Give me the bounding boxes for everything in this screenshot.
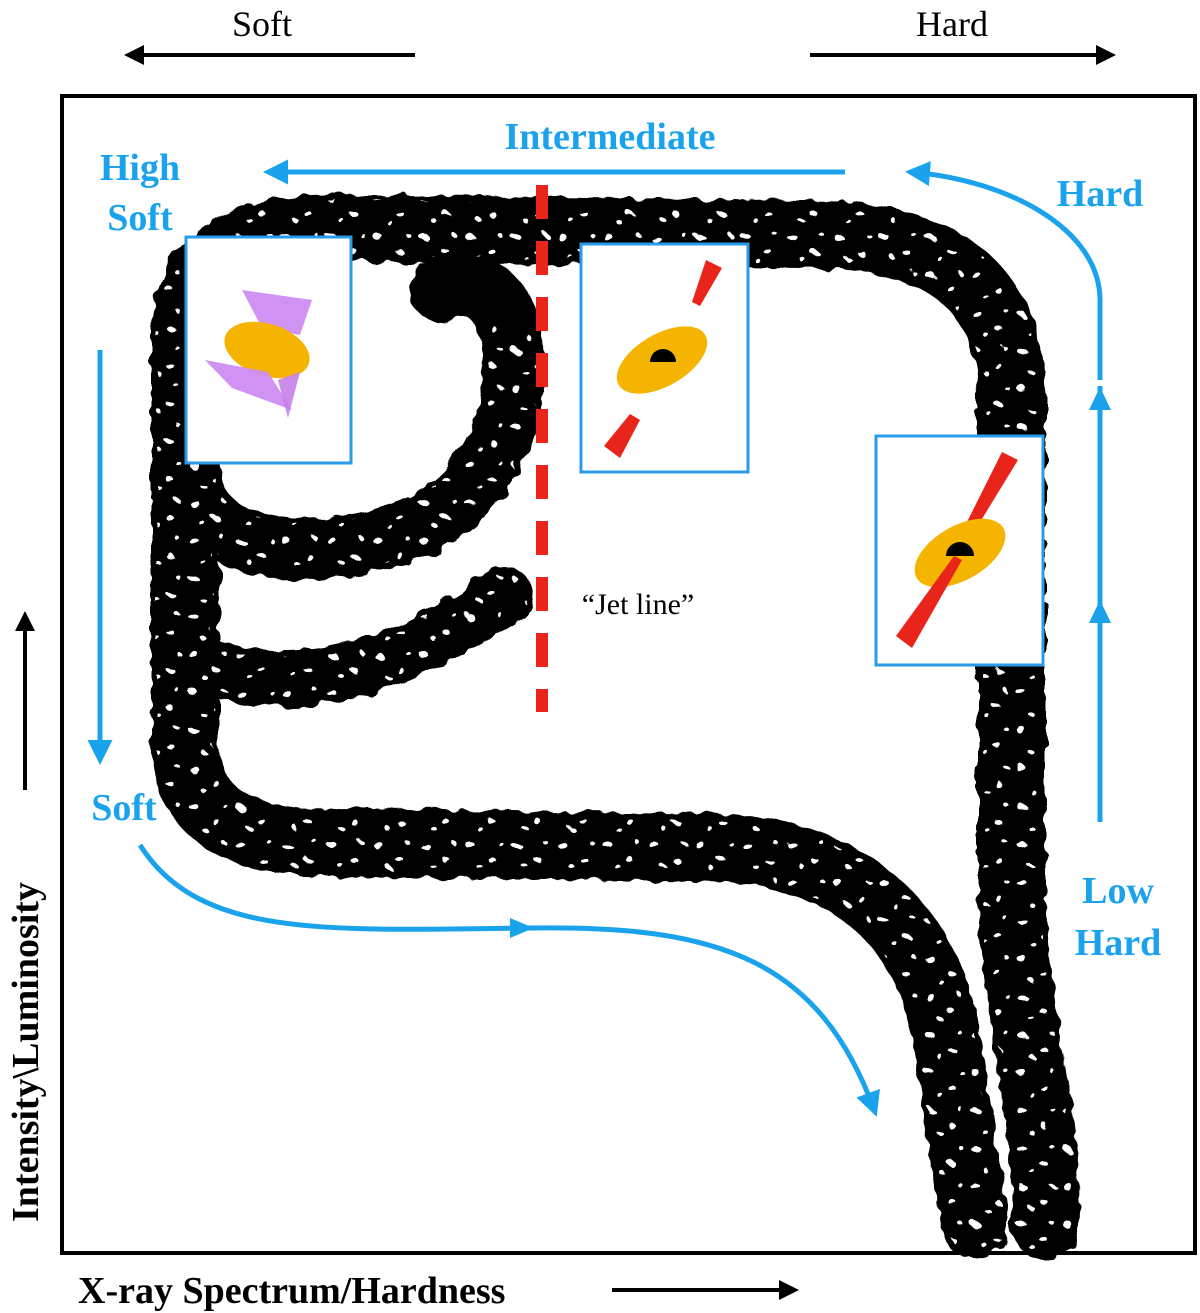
hard-state-label: Hard bbox=[1057, 173, 1144, 215]
high-soft-label-line2: Soft bbox=[107, 197, 173, 239]
soft-state-label: Soft bbox=[91, 787, 157, 829]
intermediate-state-label: Intermediate bbox=[504, 116, 715, 158]
high-soft-panel bbox=[184, 235, 353, 465]
jet-line-label: “Jet line” bbox=[582, 588, 694, 621]
top-soft-label: Soft bbox=[232, 4, 292, 44]
low-hard-label-line1: Low bbox=[1082, 870, 1154, 912]
hard-corner-arrow bbox=[905, 161, 1103, 380]
disk-with-wind-icon bbox=[205, 290, 312, 418]
y-axis-label: Intensity\Luminosity bbox=[5, 882, 47, 1222]
intermediate-panel bbox=[579, 242, 750, 474]
hard-panel bbox=[874, 434, 1045, 667]
disk-with-detached-jet-icon bbox=[604, 260, 722, 458]
top-hard-label: Hard bbox=[916, 4, 988, 44]
soft-decay-arrow bbox=[137, 843, 880, 1117]
low-hard-label-line2: Hard bbox=[1075, 922, 1162, 964]
x-axis-label: X-ray Spectrum/Hardness bbox=[78, 1270, 505, 1312]
low-hard-rise-arrow bbox=[1089, 386, 1111, 822]
disk-with-jet-icon bbox=[896, 452, 1018, 648]
high-soft-label-line1: High bbox=[100, 147, 180, 189]
plot-frame bbox=[60, 94, 1197, 1255]
